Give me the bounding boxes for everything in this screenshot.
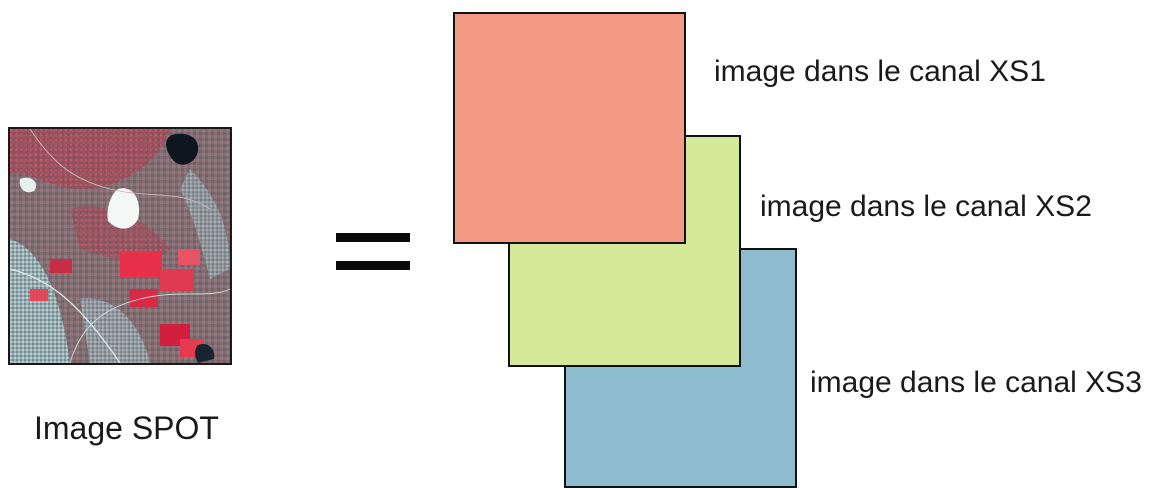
spot-urban-center bbox=[80, 298, 150, 363]
spot-road-3 bbox=[69, 288, 230, 363]
spot-vegetation-upper bbox=[10, 129, 170, 190]
spot-urban-right bbox=[180, 169, 230, 279]
spot-red-field-1 bbox=[120, 251, 162, 277]
spot-red-field-8 bbox=[30, 289, 48, 301]
spot-red-field-4 bbox=[178, 249, 200, 265]
spot-vegetation-mid bbox=[70, 206, 170, 261]
spot-water-lake bbox=[166, 133, 199, 165]
spot-image-caption: Image SPOT bbox=[34, 410, 219, 446]
spot-red-field-7 bbox=[50, 259, 72, 273]
spot-road-1 bbox=[10, 268, 121, 363]
spot-red-field-2 bbox=[160, 269, 194, 291]
spot-image-graphic bbox=[10, 129, 230, 363]
spot-road-2 bbox=[29, 129, 211, 210]
spot-bright-patch bbox=[107, 188, 140, 229]
equals-sign-bottom-bar bbox=[336, 261, 410, 270]
channel-xs1-square bbox=[453, 12, 686, 244]
equals-sign-top-bar bbox=[336, 233, 410, 242]
channel-xs3-label: image dans le canal XS3 bbox=[810, 366, 1142, 399]
spot-satellite-image bbox=[8, 127, 232, 365]
channel-xs2-label: image dans le canal XS2 bbox=[760, 190, 1092, 223]
channel-xs1-label: image dans le canal XS1 bbox=[714, 55, 1046, 88]
spot-water-corner bbox=[195, 343, 215, 363]
spot-bright-patch-small bbox=[19, 177, 37, 193]
